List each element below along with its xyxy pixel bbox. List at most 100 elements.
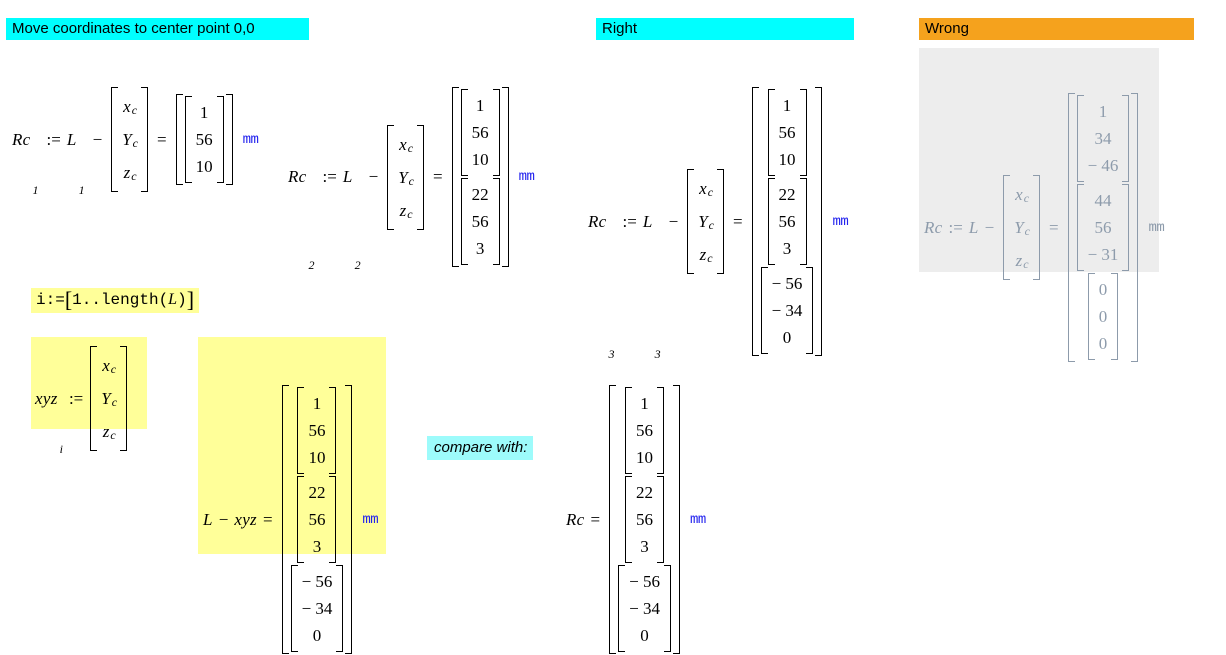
result-cell: 1 (312, 394, 322, 413)
minus-operator: − (92, 129, 103, 149)
eq2-lhs: Rc (288, 167, 307, 186)
minus-operator: − (668, 211, 679, 231)
result-cell: 1 (782, 96, 792, 115)
result-cell: 1 (199, 103, 209, 122)
rc-final-lhs: Rc (566, 509, 585, 529)
result-cell: 0 (1098, 334, 1108, 353)
wrong-result-vector-0: 1 34 − 46 (1075, 94, 1132, 183)
rc-final-result-vector-1: 22 56 3 (623, 475, 666, 564)
banner-wrong-label: Wrong (925, 20, 969, 37)
wrong-unit: mm (1148, 219, 1165, 236)
result-cell: − 56 (771, 274, 803, 293)
eq2-unit: mm (518, 169, 535, 185)
minus-operator: − (368, 167, 379, 186)
equals-operator: = (433, 167, 443, 186)
result-cell: 0 (640, 626, 649, 645)
lxyz-result-vector-0: 1 56 10 (295, 386, 338, 475)
result-cell: − 34 (771, 301, 803, 320)
eq2-lhs-subscript: 2 (308, 258, 315, 272)
lxyz-unit: mm (362, 511, 379, 528)
assign-operator: := (322, 167, 337, 186)
eq3-result-vector-0: 1 56 10 (766, 88, 809, 177)
result-cell: 22 (778, 185, 796, 204)
result-cell: 34 (1094, 129, 1112, 148)
banner-move-coordinates: Move coordinates to center point 0,0 (6, 18, 309, 40)
result-cell: 0 (1098, 307, 1108, 326)
equals-operator: = (733, 211, 743, 231)
result-cell: 56 (308, 510, 326, 529)
rc-final-result-vector-2: − 56 − 34 0 (616, 564, 673, 653)
banner-right: Right (596, 18, 854, 40)
result-cell: 44 (1094, 191, 1112, 210)
open-paren: ( (158, 291, 169, 309)
result-cell: − 34 (629, 599, 660, 618)
index-definition-block: i := [ 1..length ( L ) ] (31, 287, 200, 313)
result-cell: 22 (636, 483, 654, 502)
l-minus-xyz-block (198, 337, 386, 554)
minus-operator: − (984, 217, 995, 237)
eq3-rhs-subscript: 3 (654, 347, 661, 361)
result-cell: 0 (782, 328, 792, 347)
result-cell: 1 (1098, 102, 1108, 121)
index-var: i (36, 291, 46, 309)
result-cell: 3 (475, 239, 485, 258)
lxyz-lhs-a: L (203, 509, 213, 529)
index-definition: i := [ 1..length ( L ) ] (36, 287, 194, 312)
index-range: 1..length (72, 291, 159, 309)
index-arg: L (168, 291, 178, 308)
equals-operator: = (1049, 217, 1059, 237)
assign-operator: := (45, 291, 65, 309)
result-cell: 10 (308, 448, 326, 467)
rc-final-unit: mm (689, 511, 706, 528)
rc-final-result-vector-0: 1 56 10 (623, 386, 666, 475)
close-paren: ) (177, 291, 187, 309)
result-cell: 56 (195, 130, 213, 149)
eq3-result-outer-vector: 1 56 10 22 56 3 − 56 − 34 0 (750, 86, 825, 357)
eq3-rhs-var: L (642, 211, 653, 231)
result-cell: 56 (471, 123, 489, 142)
eq3-result-vector-2: − 56 − 34 0 (759, 266, 816, 355)
lxyz-result-vector-2: − 56 − 34 0 (289, 564, 346, 653)
lxyz-lhs-b: xyz (234, 509, 257, 529)
eq1-unit: mm (242, 131, 259, 148)
eq1-result-outer-vector: 1 56 10 (174, 93, 235, 186)
eq1-lhs-subscript: 1 (32, 183, 39, 197)
result-cell: 1 (640, 394, 649, 413)
eq2-result-vector-0: 1 56 10 (459, 88, 502, 177)
assign-operator: := (622, 211, 637, 231)
equals-operator: = (157, 129, 167, 149)
result-cell: 0 (1098, 280, 1108, 299)
result-cell: 10 (636, 448, 654, 467)
eq2-rhs-var: L (342, 167, 353, 186)
eq3-lhs: Rc (588, 211, 607, 231)
result-cell: 56 (1094, 218, 1112, 237)
result-cell: 3 (312, 537, 322, 556)
result-cell: 0 (312, 626, 322, 645)
result-cell: 56 (778, 212, 796, 231)
result-cell: 10 (471, 150, 489, 169)
left-bracket: [ (64, 287, 73, 312)
result-cell: 3 (640, 537, 649, 556)
result-cell: − 31 (1087, 245, 1119, 264)
result-cell: 22 (471, 185, 489, 204)
eq2-result-vector-1: 22 56 3 (459, 177, 502, 266)
result-cell: 56 (471, 212, 489, 231)
xyz-subscript: i (59, 442, 63, 456)
